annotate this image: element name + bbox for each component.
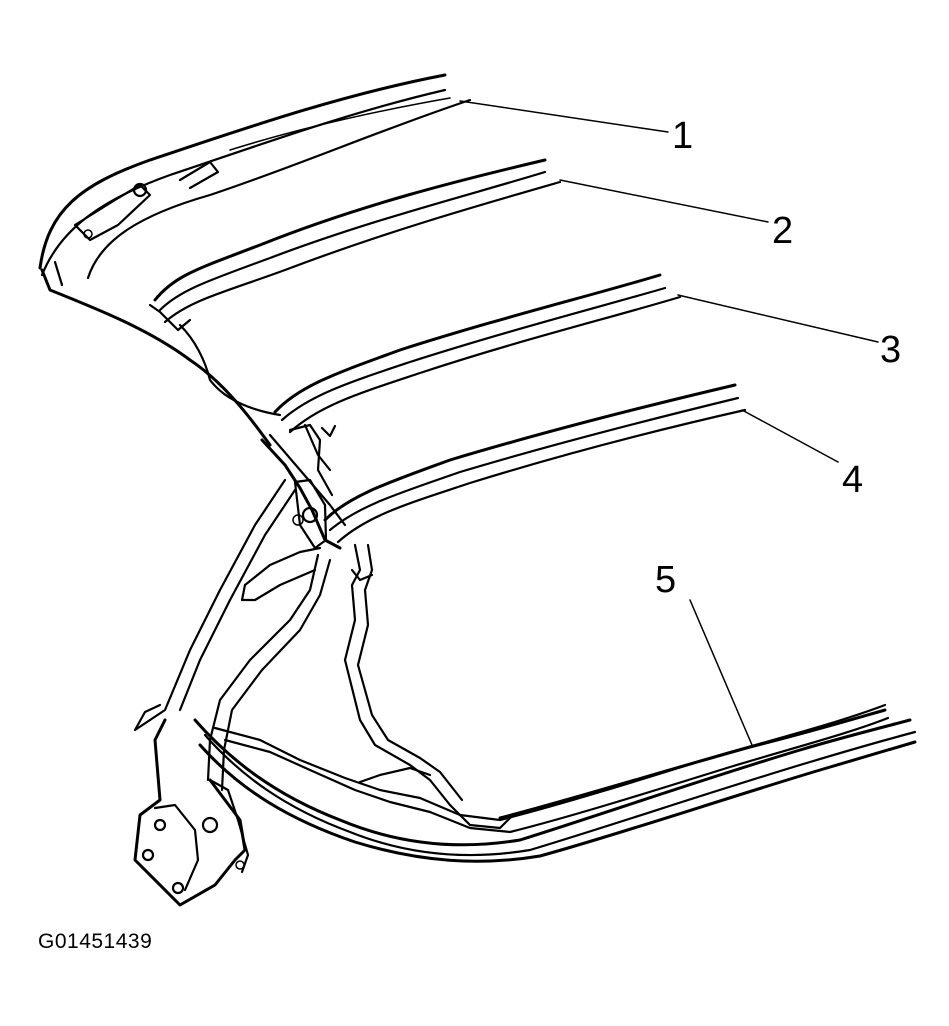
callout-1: 1 — [672, 115, 693, 157]
leader-line-4 — [741, 409, 839, 463]
leader-line-3 — [677, 294, 879, 343]
leader-lines — [459, 100, 879, 746]
leader-line-2 — [559, 179, 769, 223]
figure-id: G01451439 — [38, 930, 153, 953]
bow-2 — [148, 158, 562, 417]
side-rail-linkage — [133, 423, 464, 807]
callout-2: 2 — [772, 210, 793, 252]
rear-bow — [193, 703, 917, 863]
front-header-bow — [38, 73, 472, 447]
leader-line-1 — [459, 100, 669, 133]
callout-4: 4 — [842, 459, 863, 501]
callout-3: 3 — [880, 329, 901, 371]
leader-line-5 — [689, 599, 753, 746]
pivot-bracket — [133, 718, 250, 907]
bow-4 — [323, 383, 747, 544]
callout-5: 5 — [655, 559, 676, 601]
